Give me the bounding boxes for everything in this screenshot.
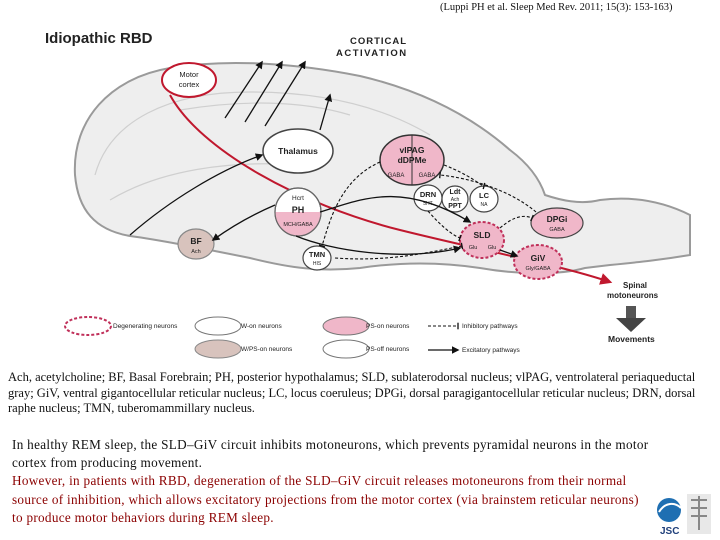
sld-node [459,221,505,259]
mch-gaba-label: MCH/GABA [283,222,313,228]
bf-node [177,228,215,260]
explanation-healthy: In healthy REM sleep, the SLD–GiV circui… [12,437,649,471]
dpgi-nt-label: GABA [549,227,565,233]
legend-w-ps-on: W/PS-on neurons [241,346,293,353]
tmn-nt-label: HIS [313,261,322,267]
giv-node [513,244,563,280]
rbd-circuit-diagram: Idiopathic RBD CORTICAL ACTIVATION Motor… [45,30,691,359]
bf-label: BF [190,236,201,246]
giv-nt-label: Gly/GABA [525,266,550,272]
ldt-label-1: Ldt [450,189,462,196]
vlpag-gaba-left: GABA [388,173,405,179]
explanation-rbd: However, in patients with RBD, degenerat… [12,473,639,525]
vlpag-label-2: dDPMe [398,155,427,165]
ph-label: PH [292,205,305,215]
dpgi-label: DPGi [547,214,568,224]
vlpag-gaba-right: GABA [419,173,436,179]
drn-nt-label: 5HT [423,201,432,207]
cortical-activation-line2: ACTIVATION [336,48,408,59]
lc-nt-label: NA [481,202,489,208]
drn-label: DRN [420,190,436,199]
spinal-label-1: Spinal [623,281,647,290]
giv-label: GiV [531,253,546,263]
bf-nt-label: Ach [191,249,200,255]
legend-ps-off: PS-off neurons [366,346,410,353]
sld-glu-right: Glu [488,245,497,251]
tmn-label: TMN [309,250,325,259]
abbreviations-caption: Ach, acetylcholine; BF, Basal Forebrain;… [8,370,696,415]
hcrt-label: Hcrt [292,195,304,202]
jsc-logo: JSC [657,494,711,537]
vlpag-label-1: vlPAG [400,145,425,155]
citation: (Luppi PH et al. Sleep Med Rev. 2011; 15… [440,2,673,13]
motor-cortex-label-1: Motor [179,70,199,79]
movements-label: Movements [608,334,655,344]
movements-arrow-icon [616,318,646,332]
sld-label: SLD [474,230,491,240]
thalamus-node [262,128,334,174]
dpgi-node [530,207,584,239]
spinal-label-2: motoneurons [607,291,659,300]
legend-w-on: W-on neurons [241,323,282,330]
sld-glu-left: Glu [469,245,478,251]
tmn-node [302,245,332,271]
legend-inhibitory: Inhibitory pathways [462,323,518,330]
legend: Degenerating neurons W-on neurons W/PS-o… [64,316,521,359]
logo-text: JSC [660,526,679,537]
diagram-title: Idiopathic RBD [45,30,153,47]
ldt-nt-label: Ach [451,197,460,203]
motor-cortex-node [161,62,217,98]
legend-excitatory: Excitatory pathways [462,347,521,354]
cortical-activation-line1: CORTICAL [350,36,407,47]
lc-label: LC [479,191,490,200]
explanation: In healthy REM sleep, the SLD–GiV circui… [12,436,652,527]
motor-cortex-label-2: cortex [179,80,200,89]
legend-degenerating: Degenerating neurons [113,323,178,330]
legend-ps-on: PS-on neurons [366,323,410,330]
thalamus-label: Thalamus [278,146,318,156]
ldt-ppt-node [441,185,469,213]
ldt-label-2: PPT [448,203,462,210]
